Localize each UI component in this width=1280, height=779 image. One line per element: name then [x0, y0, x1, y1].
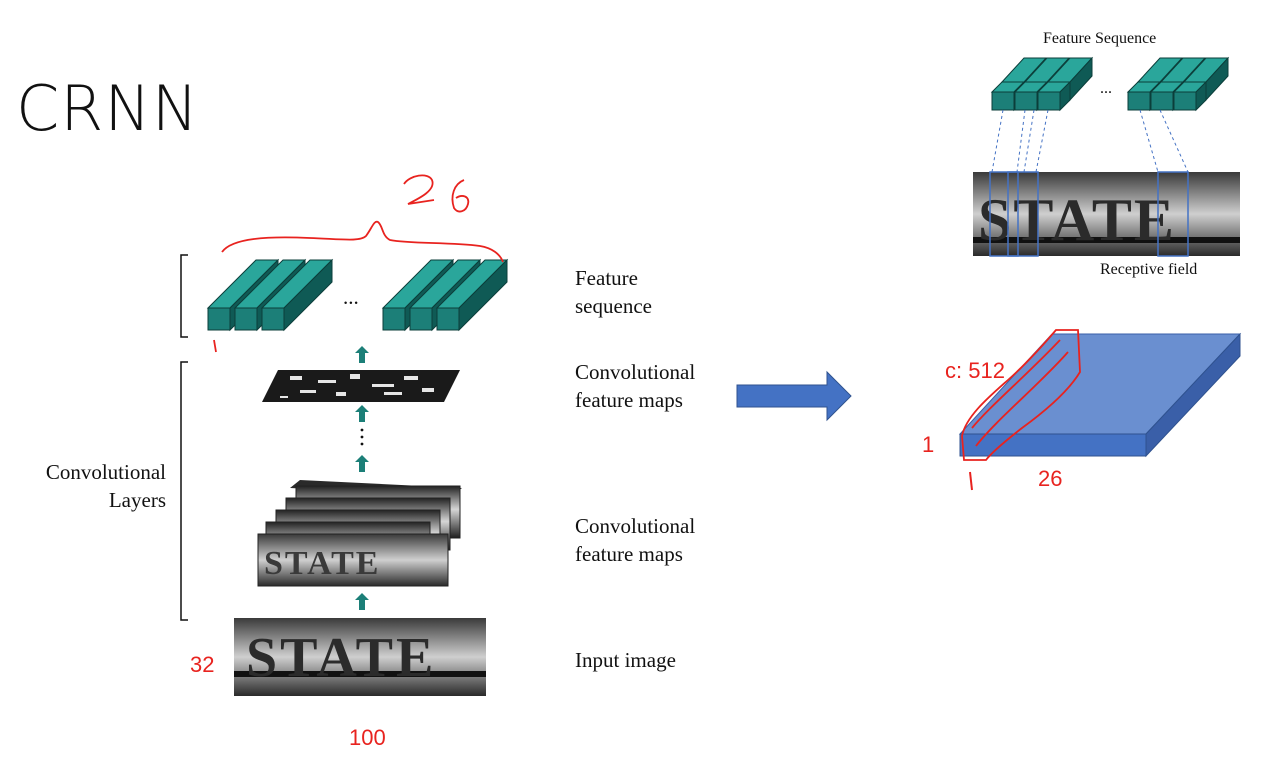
up-arrow-icon [355, 346, 369, 363]
conv-maps-mid-line2: feature maps [575, 542, 683, 566]
conv-feature-maps-stack: STATE [257, 480, 462, 587]
feature-map-cube [958, 332, 1242, 458]
conv-feature-maps-top-label: Convolutional feature maps [575, 358, 695, 414]
feature-sequence-columns-right [382, 259, 508, 331]
handwritten-brace [221, 220, 504, 263]
slide-title: CRNN [16, 72, 200, 145]
map-width-annotation: 26 [1038, 466, 1063, 491]
feature-sequence-bracket [180, 254, 188, 338]
feature-sequence-label: Feature sequence [575, 264, 652, 320]
feature-sequence-line2: sequence [575, 294, 652, 318]
group-label-line1: Convolutional [45, 460, 166, 484]
conv-maps-mid-line1: Convolutional [575, 514, 696, 538]
receptive-field-word: STATE [978, 187, 1176, 253]
receptive-field-box [1157, 171, 1189, 257]
feature-sequence-small-label: Feature Sequence [1043, 30, 1157, 47]
conv-layers-bracket [180, 361, 188, 621]
vertical-ellipsis [360, 428, 364, 446]
conv-maps-top-line1: Convolutional [575, 360, 696, 384]
small-feature-columns-left [991, 81, 1071, 111]
conv-feature-maps-mid-label: Convolutional feature maps [575, 512, 695, 568]
up-arrow-icon [355, 405, 369, 422]
receptive-field-image: STATE [973, 171, 1240, 257]
sequence-ellipsis: ... [343, 285, 359, 309]
receptive-field-lines [991, 109, 1189, 173]
input-image-word: STATE [246, 627, 436, 689]
conv-feature-map-top [262, 370, 460, 402]
receptive-field-box [1007, 171, 1039, 257]
feature-sequence-line1: Feature [575, 266, 638, 290]
height-annotation: 32 [190, 652, 215, 677]
handwritten-index-1-right [969, 471, 973, 491]
small-feature-columns-depth [1000, 56, 1230, 102]
conv-maps-top-line2: feature maps [575, 388, 683, 412]
input-image-label: Input image [575, 648, 676, 672]
handwritten-index-1 [213, 339, 217, 353]
up-arrow-icon [355, 455, 369, 472]
map-height-annotation: 1 [922, 432, 935, 457]
feature-sequence-columns-left [207, 259, 333, 331]
small-sequence-ellipsis: ... [1100, 80, 1112, 97]
receptive-field-box [989, 171, 1019, 257]
feature-map-word: STATE [264, 545, 380, 582]
transition-arrow-icon [736, 370, 852, 422]
receptive-field-label: Receptive field [1100, 261, 1198, 278]
handwritten-column-outline [961, 329, 1081, 461]
convolutional-layers-label: Convolutional Layers [22, 458, 166, 514]
channels-annotation: c: 512 [945, 358, 1005, 383]
width-annotation: 100 [349, 725, 386, 750]
small-feature-columns-right [1127, 81, 1207, 111]
handwritten-26 [403, 174, 470, 213]
group-label-line2: Layers [108, 488, 166, 512]
up-arrow-icon [355, 593, 369, 610]
input-image: STATE [234, 618, 486, 696]
